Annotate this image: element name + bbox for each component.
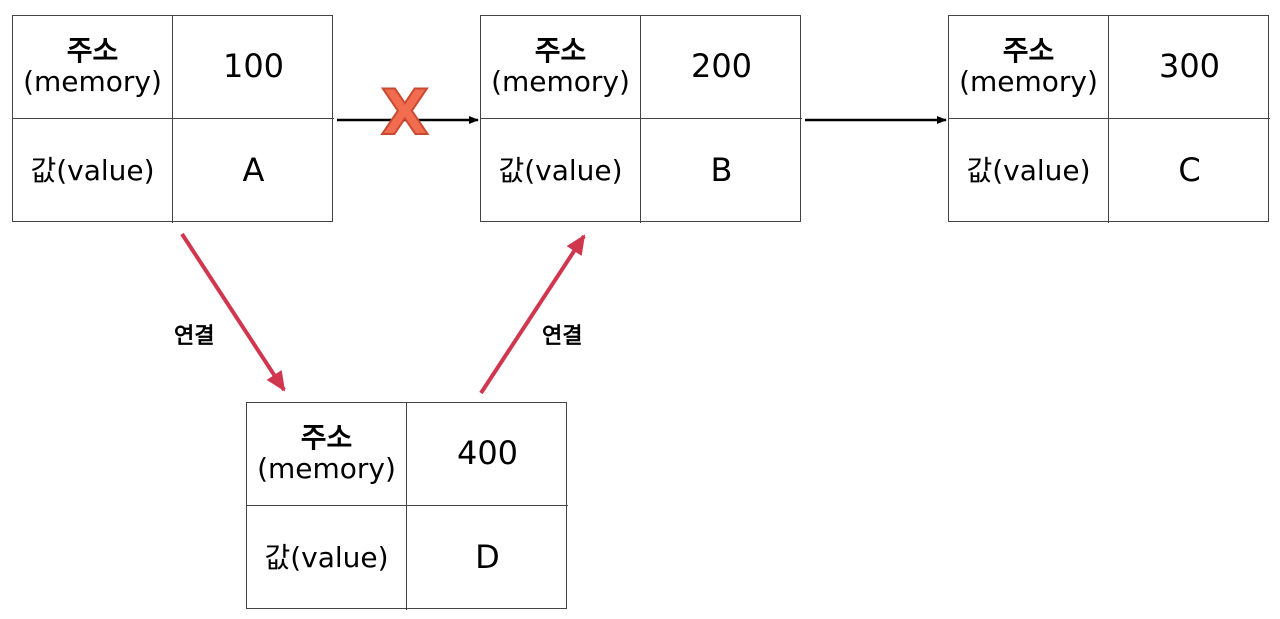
arrow-d-to-b (479, 234, 586, 395)
link-label-d-to-b: 연결 (542, 324, 583, 349)
address-label-ko: 주소 (534, 34, 587, 68)
address-label-en: (memory) (257, 452, 396, 485)
node-value: C (1178, 151, 1201, 190)
node-c: 주소 (memory) 300 값(value) C (948, 15, 1270, 223)
address-label: 주소 (memory) (481, 16, 641, 119)
node-b: 주소 (memory) 200 값(value) B (480, 15, 802, 223)
node-value: B (710, 151, 733, 190)
address-value: 100 (173, 16, 334, 119)
address-label-en: (memory) (491, 65, 630, 98)
address-label-ko: 주소 (1002, 34, 1055, 68)
address-value: 400 (407, 403, 568, 506)
address-label-ko: 주소 (66, 34, 119, 68)
value-label: 값(value) (481, 119, 641, 223)
address-value: 200 (641, 16, 802, 119)
node-a: 주소 (memory) 100 값(value) A (12, 15, 334, 223)
address-label: 주소 (memory) (247, 403, 407, 506)
arrow-a-to-d (180, 232, 286, 392)
address-value: 300 (1109, 16, 1270, 119)
value-label: 값(value) (13, 119, 173, 223)
value-label: 값(value) (247, 506, 407, 610)
node-value: A (242, 151, 265, 190)
broken-link-x-mark: X (380, 76, 430, 149)
address-label: 주소 (memory) (13, 16, 173, 119)
address-label-en: (memory) (23, 65, 162, 98)
link-label-a-to-d: 연결 (174, 324, 215, 349)
address-label: 주소 (memory) (949, 16, 1109, 119)
node-d: 주소 (memory) 400 값(value) D (246, 402, 568, 610)
node-value: D (475, 538, 500, 577)
address-label-en: (memory) (959, 65, 1098, 98)
value-label: 값(value) (949, 119, 1109, 223)
address-label-ko: 주소 (300, 421, 353, 455)
